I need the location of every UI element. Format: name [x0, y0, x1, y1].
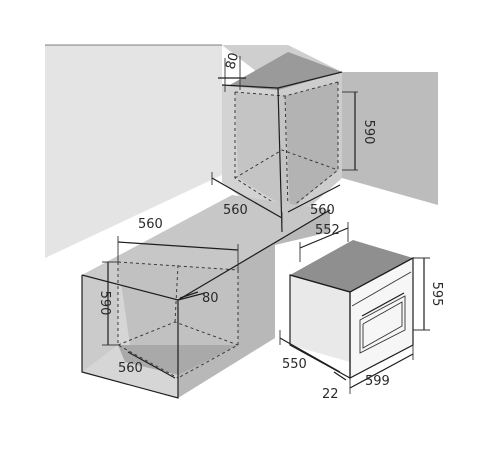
dim-base-height: 590 — [97, 261, 118, 346]
oven-control-strip — [351, 271, 412, 307]
oven-door-window — [359, 295, 406, 354]
dim-label-tall-width: 560 — [223, 203, 248, 218]
base-cabinet-left-wall — [82, 258, 118, 372]
back-wall — [45, 45, 222, 258]
upper-niche-back — [285, 82, 338, 210]
dim-label-tall-height: 590 — [361, 120, 376, 145]
dim-label-tall-vent: 80 — [223, 51, 242, 71]
upper-niche-cavity — [235, 92, 290, 210]
dim-oven-depth: 550 — [279, 330, 341, 373]
dim-label-base-depth: 560 — [118, 361, 143, 376]
dim-label-oven-front-width: 599 — [365, 374, 390, 389]
tall-vent-opening — [228, 52, 342, 90]
dim-base-width: 560 — [117, 217, 239, 270]
dim-label-base-vent: 80 — [202, 291, 219, 306]
dim-oven-inner-width: 552 — [299, 222, 349, 262]
dim-tall-vent: 80 — [218, 51, 246, 92]
dim-oven-front-width: 599 — [349, 345, 414, 394]
dim-base-depth: 560 — [118, 351, 176, 379]
dim-tall-height: 590 — [342, 91, 376, 171]
dim-base-vent: 80 — [179, 291, 219, 306]
oven-top — [290, 240, 413, 292]
dim-label-oven-inner-width: 552 — [315, 223, 340, 238]
dim-oven-height: 595 — [413, 257, 444, 331]
oven-handle — [361, 292, 405, 317]
dim-label-tall-depth: 560 — [310, 203, 335, 218]
base-vent-line — [177, 292, 206, 301]
oven-side — [290, 275, 350, 362]
dim-label-oven-depth: 550 — [282, 357, 307, 372]
dim-label-oven-frame: 22 — [322, 387, 339, 402]
dim-oven-frame: 22 — [322, 371, 347, 402]
dim-label-oven-height: 595 — [429, 282, 444, 307]
dim-tall-width: 560 — [211, 172, 283, 225]
dim-tall-depth: 560 — [287, 184, 341, 218]
oven-front-panel — [350, 258, 413, 378]
dim-label-base-width: 560 — [138, 217, 163, 232]
tall-cabinet-right-face — [342, 72, 438, 205]
dim-label-base-height: 590 — [97, 291, 112, 316]
